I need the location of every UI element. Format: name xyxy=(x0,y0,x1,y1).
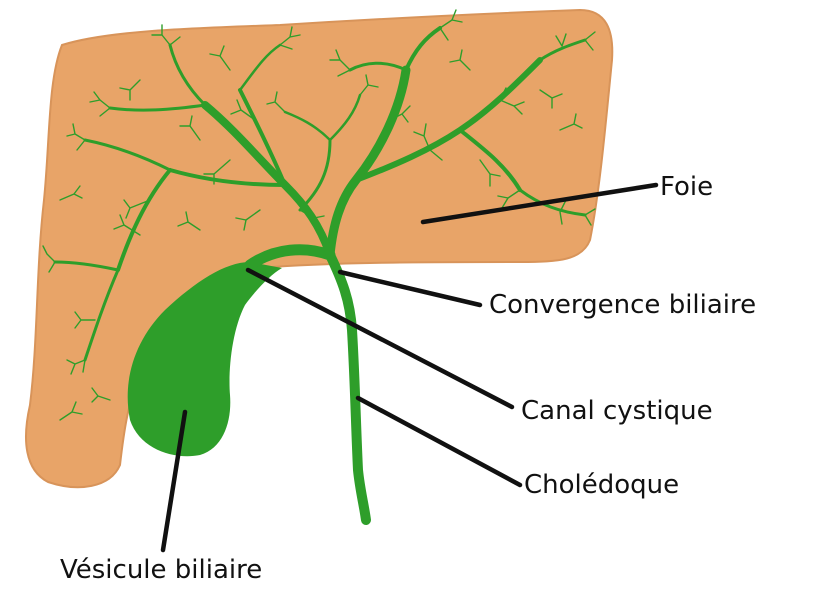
leader-choledoque xyxy=(358,398,520,485)
leader-convergence xyxy=(340,272,480,305)
label-canal-cystique: Canal cystique xyxy=(521,398,713,424)
label-convergence-biliaire: Convergence biliaire xyxy=(489,292,756,318)
leader-cystique xyxy=(248,270,512,407)
label-foie: Foie xyxy=(660,174,713,200)
label-vesicule-biliaire: Vésicule biliaire xyxy=(60,557,262,583)
choledoque-duct xyxy=(330,255,366,520)
label-choledoque: Cholédoque xyxy=(524,472,679,498)
